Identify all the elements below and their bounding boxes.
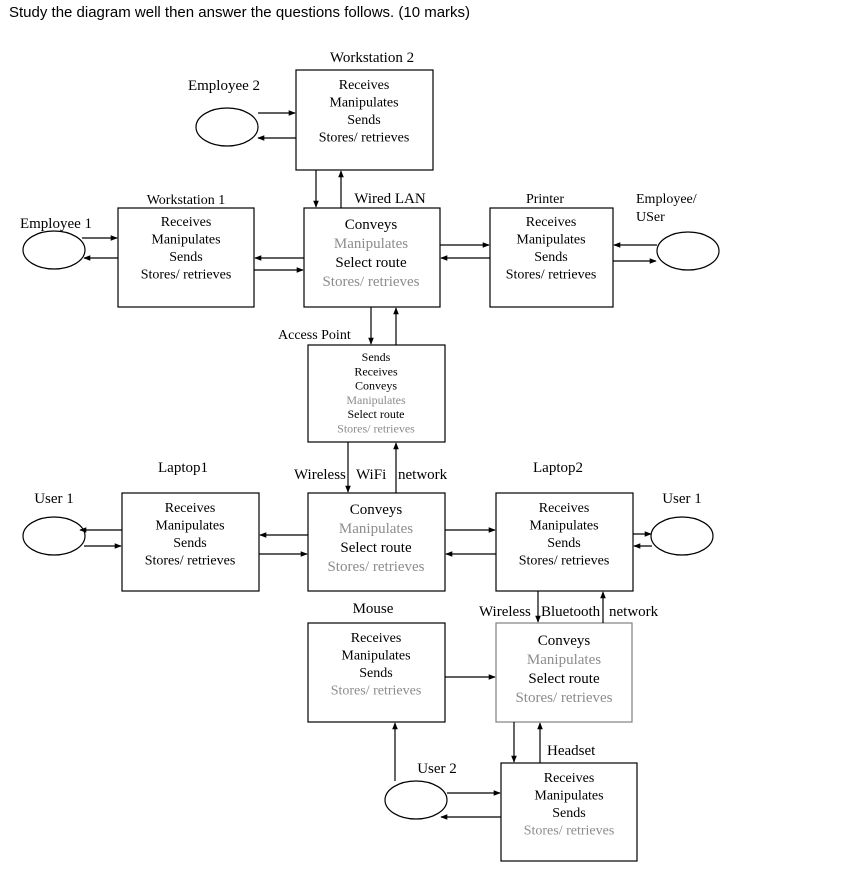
printer-line-3: Stores/ retrieves <box>506 268 597 283</box>
bluetooth-network-line-0: Conveys <box>538 633 591 649</box>
label-employee-user-line2: USer <box>636 210 665 225</box>
laptop1-line-3: Stores/ retrieves <box>145 554 236 569</box>
workstation2-line-1: Manipulates <box>329 96 398 111</box>
label-workstation2: Workstation 2 <box>330 50 414 66</box>
printer-line-1: Manipulates <box>516 233 585 248</box>
bluetooth-network-line-3: Stores/ retrieves <box>515 690 612 706</box>
wifi-network-line-0: Conveys <box>350 502 403 518</box>
label-wireless-wifi-a: Wireless <box>294 467 346 483</box>
mouse-line-1: Manipulates <box>341 649 410 664</box>
employee2-ellipse <box>195 107 259 147</box>
label-user2: User 2 <box>417 761 457 777</box>
laptop1-line-0: Receives <box>165 501 216 516</box>
access-point-line-0: Sends <box>362 350 391 364</box>
printer-line-0: Receives <box>526 215 577 230</box>
label-access-point: Access Point <box>278 328 351 343</box>
laptop1-line-1: Manipulates <box>155 519 224 534</box>
workstation2-line-3: Stores/ retrieves <box>319 131 410 146</box>
label-user1-left: User 1 <box>34 491 74 507</box>
laptop2-line-3: Stores/ retrieves <box>519 554 610 569</box>
wifi-network-box <box>307 492 446 592</box>
label-wireless-bt-a: Wireless <box>479 604 531 620</box>
label-user1-right: User 1 <box>662 491 702 507</box>
label-employee2: Employee 2 <box>188 78 260 94</box>
label-laptop1: Laptop1 <box>158 460 208 476</box>
access-point-line-5: Stores/ retrieves <box>337 422 415 436</box>
employee-user-ellipse <box>656 231 720 271</box>
wired-lan-line-0: Conveys <box>345 217 398 233</box>
mouse-line-3: Stores/ retrieves <box>331 684 422 699</box>
mouse-box <box>307 622 446 723</box>
employee1-ellipse <box>22 230 86 270</box>
label-wireless-wifi-c: network <box>398 467 448 483</box>
instruction-text: Study the diagram well then answer the q… <box>9 4 471 21</box>
mouse-line-2: Sends <box>359 666 392 681</box>
workstation2-line-2: Sends <box>347 113 380 128</box>
laptop2-line-2: Sends <box>547 536 580 551</box>
label-workstation1: Workstation 1 <box>147 193 226 208</box>
laptop2-line-1: Manipulates <box>529 519 598 534</box>
laptop1-line-2: Sends <box>173 536 206 551</box>
access-point-box <box>307 344 446 443</box>
label-wireless-bt-b: Bluetooth <box>541 604 601 620</box>
workstation1-box <box>117 207 255 308</box>
wired-lan-line-3: Stores/ retrieves <box>322 274 419 290</box>
workstation2-line-0: Receives <box>339 78 390 93</box>
workstation2-box <box>295 69 434 171</box>
access-point-line-2: Conveys <box>355 379 397 393</box>
wired-lan-line-2: Select route <box>335 255 407 271</box>
label-wired-lan: Wired LAN <box>354 191 426 207</box>
wired-lan-line-1: Manipulates <box>334 236 408 252</box>
headset-line-3: Stores/ retrieves <box>524 824 615 839</box>
bluetooth-network-line-1: Manipulates <box>527 652 601 668</box>
label-printer: Printer <box>526 192 564 207</box>
workstation1-line-2: Sends <box>169 250 202 265</box>
label-employee1: Employee 1 <box>20 216 92 232</box>
mouse-line-0: Receives <box>351 631 402 646</box>
wifi-network-line-3: Stores/ retrieves <box>327 559 424 575</box>
wifi-network-line-1: Manipulates <box>339 521 413 537</box>
wifi-network-line-2: Select route <box>340 540 412 556</box>
laptop2-box <box>495 492 634 592</box>
label-headset: Headset <box>547 743 596 759</box>
user1-right-ellipse <box>650 516 714 556</box>
workstation1-line-1: Manipulates <box>151 233 220 248</box>
laptop1-box <box>121 492 260 592</box>
access-point-line-1: Receives <box>354 364 398 378</box>
access-point-line-4: Select route <box>348 407 405 421</box>
user2-ellipse <box>384 780 448 820</box>
access-point-line-3: Manipulates <box>346 393 406 407</box>
label-wireless-bt-c: network <box>609 604 659 620</box>
headset-line-0: Receives <box>544 771 595 786</box>
printer-box <box>489 207 614 308</box>
headset-line-1: Manipulates <box>534 789 603 804</box>
workstation1-line-0: Receives <box>161 215 212 230</box>
printer-line-2: Sends <box>534 250 567 265</box>
label-wireless-wifi-b: WiFi <box>356 467 386 483</box>
headset-line-2: Sends <box>552 806 585 821</box>
headset-box <box>500 762 638 862</box>
workstation1-line-3: Stores/ retrieves <box>141 268 232 283</box>
bluetooth-network-box <box>495 622 633 723</box>
label-employee-user-line1: Employee/ <box>636 192 697 207</box>
label-laptop2: Laptop2 <box>533 460 583 476</box>
user1-left-ellipse <box>22 516 86 556</box>
laptop2-line-0: Receives <box>539 501 590 516</box>
label-mouse: Mouse <box>353 601 394 617</box>
bluetooth-network-line-2: Select route <box>528 671 600 687</box>
